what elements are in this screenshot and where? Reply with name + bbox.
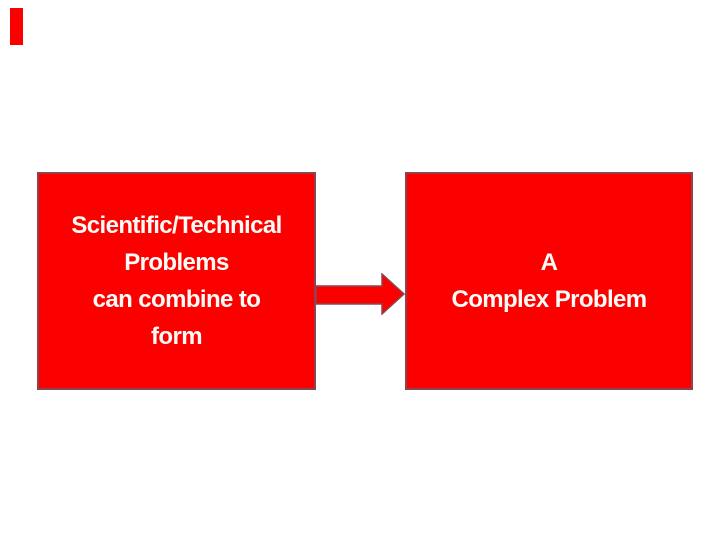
box-text-line: Problems	[124, 249, 229, 276]
box-text-line: A	[540, 249, 558, 276]
right-arrow-shape	[316, 273, 405, 315]
box-text-line: Complex Problem	[451, 286, 647, 313]
box-text-line: can combine to	[92, 286, 261, 313]
box-text-line: Scientific/Technical	[71, 212, 282, 239]
right-arrow-icon	[316, 273, 405, 315]
complex-problem-box: A Complex Problem	[405, 172, 693, 390]
box-text-line: form	[151, 323, 203, 350]
source-problems-box: Scientific/Technical Problems can combin…	[37, 172, 316, 390]
top-left-red-mark	[10, 8, 23, 45]
